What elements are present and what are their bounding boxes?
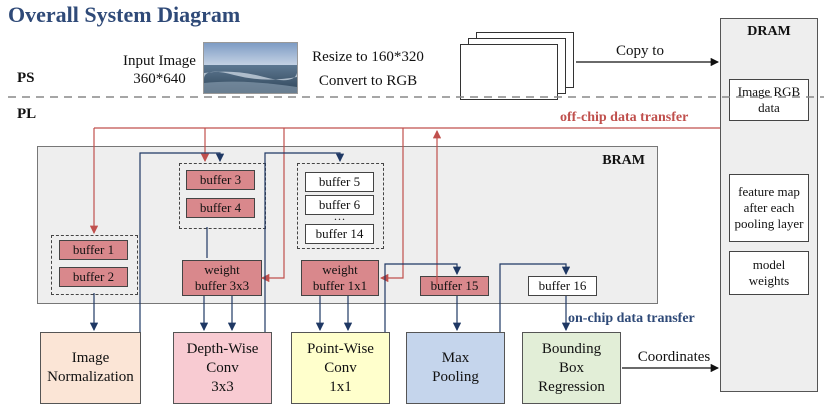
buffer-ellipsis: …	[333, 209, 346, 223]
buffer-16: buffer 16	[528, 276, 597, 296]
rgb-page-front	[460, 44, 558, 100]
buffer-14: buffer 14	[305, 224, 374, 244]
dram-title: DRAM	[747, 24, 791, 39]
buffer-5: buffer 5	[305, 172, 374, 192]
copy-to-label: Copy to	[616, 43, 664, 59]
preprocess-label: Resize to 160*320 Convert to RGB	[312, 49, 424, 89]
diagram-title: Overall System Diagram	[8, 2, 241, 27]
off-chip-lines	[89, 127, 720, 285]
buffer-group-5-14	[297, 163, 384, 249]
bram-title: BRAM	[602, 153, 645, 168]
on-chip-label: on-chip data transfer	[568, 311, 695, 326]
buffer-4: buffer 4	[186, 198, 255, 218]
pl-label: PL	[17, 106, 37, 122]
input-image-thumbnail	[203, 42, 298, 94]
ps-label: PS	[17, 70, 35, 86]
coordinates-label: Coordinates	[637, 349, 711, 365]
off-chip-label: off-chip data transfer	[560, 110, 689, 125]
input-image-label: Input Image 360*640	[123, 53, 196, 87]
buffer-6: buffer 6	[305, 195, 374, 215]
buffer-1: buffer 1	[59, 240, 128, 260]
on-chip-lines	[89, 152, 571, 332]
buffer-2: buffer 2	[59, 267, 128, 287]
buffer-3: buffer 3	[186, 170, 255, 190]
